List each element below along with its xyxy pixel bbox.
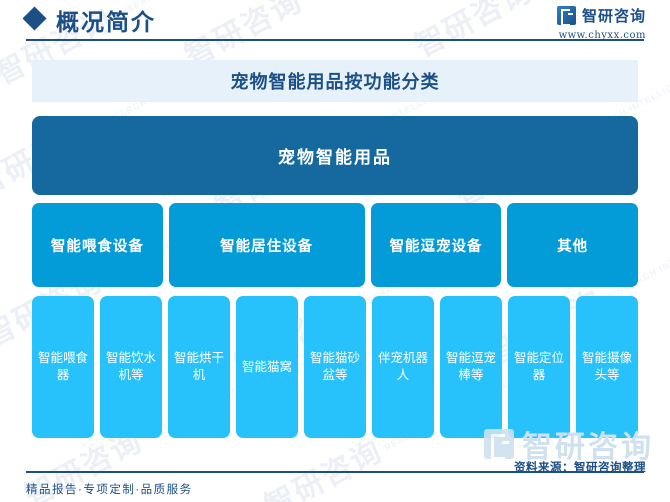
leaf-node: 智能喂食器	[32, 296, 94, 438]
category-row: 智能喂食设备 智能居住设备 智能逗宠设备 其他	[32, 203, 639, 287]
page-title: 概况简介	[56, 9, 156, 36]
leaf-node-label: 智能猫窝	[241, 359, 292, 374]
leaf-node: 智能烘干机	[168, 296, 230, 438]
leaf-node: 智能定位器	[508, 296, 570, 438]
category-node-label: 智能喂食设备	[50, 238, 144, 255]
page-header: 概况简介 智研咨询 www.chyxx.com	[0, 0, 670, 47]
category-node-label: 智能逗宠设备	[389, 238, 483, 255]
leaf-node: 智能猫砂盆等	[304, 296, 366, 438]
brand-name: 智研咨询	[581, 7, 646, 25]
category-node-label: 智能居住设备	[220, 238, 314, 255]
footer-source: 资料来源：智研咨询整理	[514, 462, 646, 474]
leaf-node-label: 智能摄像头等	[581, 351, 632, 382]
category-node-2: 智能居住设备	[168, 203, 365, 287]
header-divider	[26, 39, 644, 41]
leaf-node-label: 智能饮水机等	[105, 351, 156, 382]
zhiyan-logo-icon	[556, 6, 576, 26]
category-node-4: 其他	[507, 203, 639, 287]
diamond-icon	[22, 6, 47, 31]
root-node: 宠物智能用品	[32, 116, 638, 195]
leaf-node: 智能猫窝	[236, 296, 298, 438]
brand-block: 智研咨询	[556, 5, 646, 26]
category-node-1: 智能喂食设备	[32, 203, 163, 287]
classification-diagram: 宠物智能用品按功能分类 宠物智能用品 智能喂食设备 智能居住设备 智能逗宠设备 …	[32, 60, 639, 438]
leaf-node: 智能饮水机等	[100, 296, 162, 438]
footer-slogan: 精品报告·专项定制·品质服务	[26, 484, 193, 496]
leaf-node: 伴宠机器人	[372, 296, 434, 438]
leaf-node: 智能摄像头等	[576, 296, 638, 438]
brand-url: www.chyxx.com	[558, 30, 646, 41]
leaf-node: 智能逗宠棒等	[440, 296, 502, 438]
leaf-node-label: 智能喂食器	[37, 351, 88, 382]
category-node-3: 智能逗宠设备	[370, 203, 502, 287]
leaf-node-label: 伴宠机器人	[377, 351, 428, 382]
category-node-label: 其他	[557, 238, 589, 255]
root-node-label: 宠物智能用品	[278, 148, 392, 167]
chart-title-bar: 宠物智能用品按功能分类	[32, 60, 638, 102]
leaf-node-label: 智能烘干机	[173, 351, 224, 382]
watermark-tile-text: 智研咨询	[259, 434, 389, 502]
chart-title: 宠物智能用品按功能分类	[230, 72, 440, 93]
leaf-node-label: 智能猫砂盆等	[309, 351, 360, 382]
leaf-row: 智能喂食器 智能饮水机等 智能烘干机 智能猫窝 智能猫砂盆等 伴宠机器人 智能逗…	[32, 296, 638, 438]
leaf-node-label: 智能定位器	[513, 351, 564, 382]
leaf-node-label: 智能逗宠棒等	[445, 351, 496, 382]
footer-divider	[26, 471, 644, 473]
